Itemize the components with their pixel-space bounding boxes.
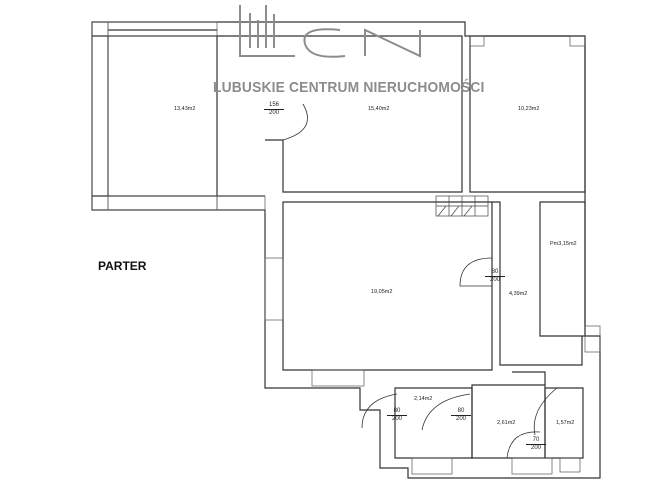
room-area-label: 10,23m2 — [518, 106, 540, 112]
room-area-label: 15,40m2 — [368, 106, 390, 112]
room-area-label: 19,05m2 — [371, 289, 393, 295]
company-name: LUBUSKIE CENTRUM NIERUCHOMOŚCI — [213, 79, 485, 96]
floor-label: PARTER — [98, 259, 147, 273]
door-arcs — [282, 103, 558, 459]
room-area-label: 4,39m2 — [509, 291, 528, 297]
stairs-grid — [435, 195, 489, 217]
room-area-label: 1,57m2 — [556, 420, 575, 426]
room-area-label: Pm3,15m2 — [550, 241, 577, 247]
windows — [91, 21, 601, 475]
room-area-label: 2,61m2 — [497, 420, 516, 426]
room-area-label: 13,43m2 — [174, 106, 196, 112]
room-area-label: 2,14m2 — [414, 396, 433, 402]
logo-mark — [239, 5, 421, 58]
